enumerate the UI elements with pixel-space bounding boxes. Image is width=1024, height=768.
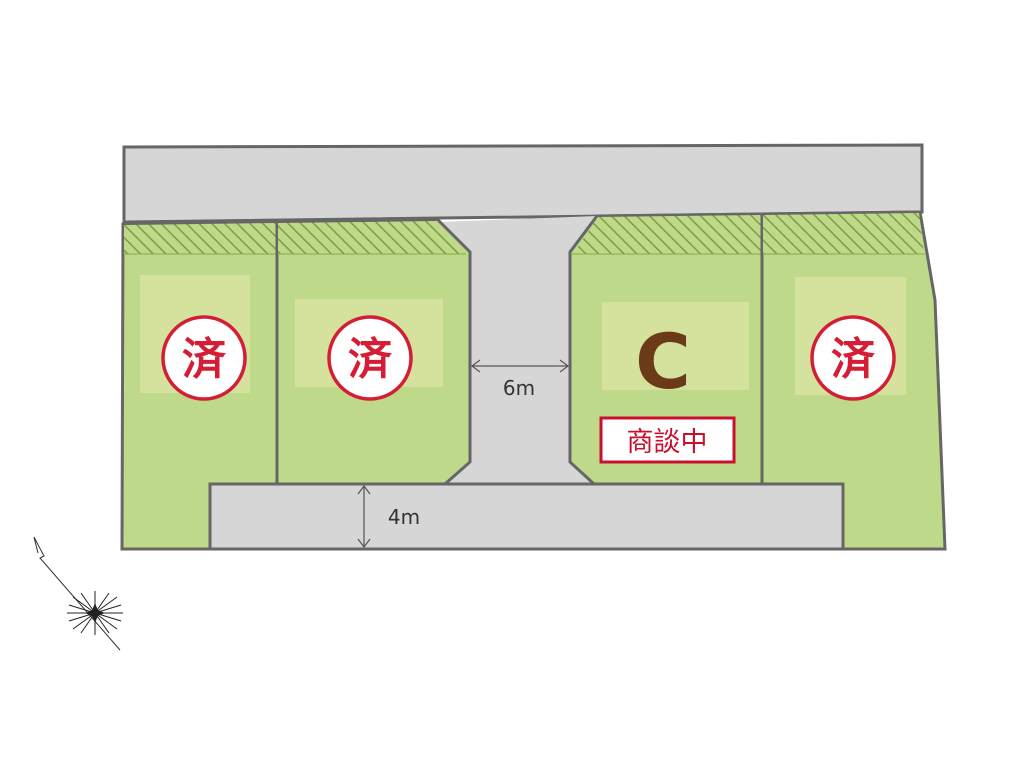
sold-badge	[161, 315, 247, 401]
bottom-lane	[208, 482, 845, 551]
lot-c-label: C	[635, 317, 691, 406]
sold-badge-text: 済	[348, 334, 393, 385]
main-road	[122, 143, 924, 224]
lot-4-setback-hatch	[763, 213, 924, 254]
lot-c-setback-hatch	[573, 215, 761, 254]
negotiation-status-label: 商談中	[627, 427, 708, 458]
road-width-dimension: 6m	[471, 359, 569, 400]
access-road	[438, 216, 597, 484]
lot-1-setback-hatch	[124, 223, 276, 254]
sold-badge	[810, 315, 896, 401]
sold-badge-text: 済	[831, 334, 876, 385]
lot-1[interactable]: 済	[120, 220, 279, 551]
lot-c[interactable]: C 商談中	[568, 212, 764, 486]
sold-badge-text: 済	[182, 334, 227, 385]
negotiation-status-box	[599, 416, 736, 464]
lane-width-label: 4m	[388, 505, 420, 529]
lot-c-building	[602, 302, 749, 390]
road-width-label: 6m	[503, 376, 535, 400]
lot-4[interactable]: 済	[760, 210, 947, 551]
sold-badge	[327, 315, 413, 401]
compass-star-icon	[33, 536, 123, 651]
lane-width-dimension: 4m	[357, 485, 420, 548]
lot-2[interactable]: 済	[275, 218, 472, 486]
lot-2-setback-hatch	[278, 221, 465, 254]
